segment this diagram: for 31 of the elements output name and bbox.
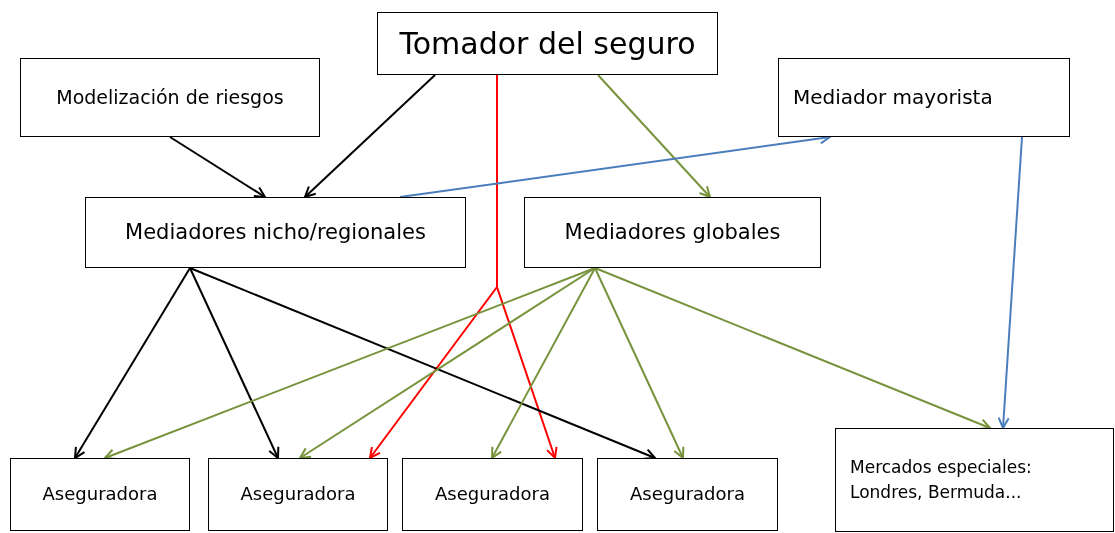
node-label: Aseguradora — [41, 482, 159, 507]
arrow — [299, 267, 596, 459]
process-box — [10, 458, 190, 531]
arrow — [491, 267, 596, 459]
node-label: Mercados especiales: Londres, Bermuda... — [849, 456, 1033, 504]
node-label: Aseguradora — [434, 482, 551, 507]
process-box — [377, 12, 718, 75]
node-label: Modelización de riesgos — [55, 84, 285, 110]
arrow — [304, 74, 436, 198]
process-box — [778, 58, 1070, 137]
node-label: Aseguradora — [239, 482, 357, 507]
arrow — [594, 267, 685, 459]
process-box — [208, 458, 388, 531]
process-box — [85, 197, 466, 268]
arrow — [189, 267, 280, 459]
process-box — [20, 58, 320, 137]
arrow — [189, 267, 656, 460]
arrow — [997, 136, 1023, 429]
arrow — [594, 267, 991, 430]
node-label: Mediador mayorista — [792, 84, 994, 111]
node-label: Aseguradora — [629, 482, 746, 507]
arrow — [169, 136, 266, 198]
process-box — [402, 458, 583, 531]
process-box — [835, 428, 1114, 532]
arrow — [597, 74, 711, 198]
node-label: Mediadores nicho/regionales — [124, 219, 427, 247]
node-label: Mediadores globales — [563, 219, 782, 247]
arrow — [74, 267, 191, 459]
process-box — [524, 197, 821, 268]
process-box — [597, 458, 778, 531]
node-label: Tomador del seguro — [398, 24, 697, 63]
